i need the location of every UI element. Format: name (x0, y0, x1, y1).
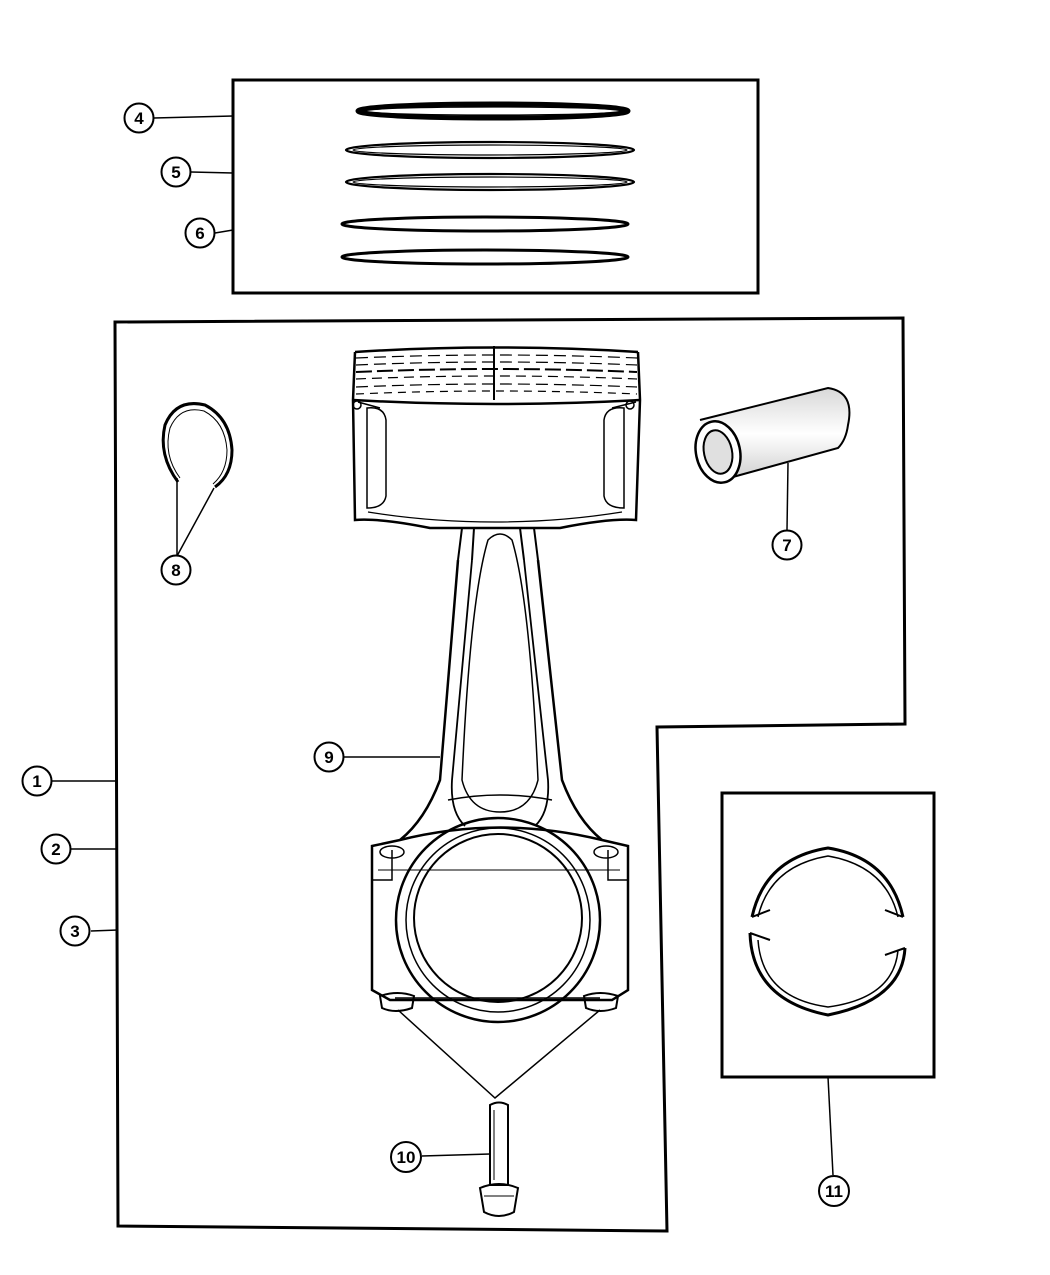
callout-9-label: 9 (324, 748, 333, 767)
retainer-clip-icon[interactable] (161, 402, 234, 489)
callout-5: 5 (160, 156, 192, 188)
leader-lines (52, 115, 834, 1176)
callout-3-label: 3 (70, 922, 79, 941)
callout-8: 8 (160, 554, 192, 586)
piston-rod-assembly-box (113, 316, 907, 1233)
bearing-shell-icon[interactable] (748, 846, 907, 1017)
callout-4-label: 4 (134, 109, 144, 128)
callout-3: 3 (59, 915, 91, 947)
callout-10-label: 10 (397, 1148, 416, 1167)
callout-2: 2 (40, 833, 72, 865)
callout-10: 10 (390, 1141, 422, 1173)
piston-icon[interactable] (351, 346, 642, 530)
piston-ring-set-icon[interactable] (340, 101, 636, 266)
callout-11: 11 (818, 1175, 850, 1207)
piston-pin-icon[interactable] (690, 386, 851, 487)
callout-7-label: 7 (782, 536, 791, 555)
callout-8-label: 8 (171, 561, 180, 580)
piston-ring-set-box (231, 78, 760, 295)
callout-4: 4 (123, 102, 155, 134)
rod-bolt-icon[interactable] (478, 1101, 520, 1217)
bolt-leader-lines (397, 1009, 601, 1099)
callout-6: 6 (184, 217, 216, 249)
bearing-box (720, 791, 936, 1079)
callout-7: 7 (771, 529, 803, 561)
connecting-rod-icon[interactable] (370, 527, 630, 1024)
callout-1: 1 (21, 765, 53, 797)
callout-5-label: 5 (171, 163, 180, 182)
callout-9: 9 (313, 741, 345, 773)
callout-6-label: 6 (195, 224, 204, 243)
callout-1-label: 1 (32, 772, 41, 791)
callout-11-label: 11 (825, 1182, 843, 1201)
callout-2-label: 2 (51, 840, 60, 859)
